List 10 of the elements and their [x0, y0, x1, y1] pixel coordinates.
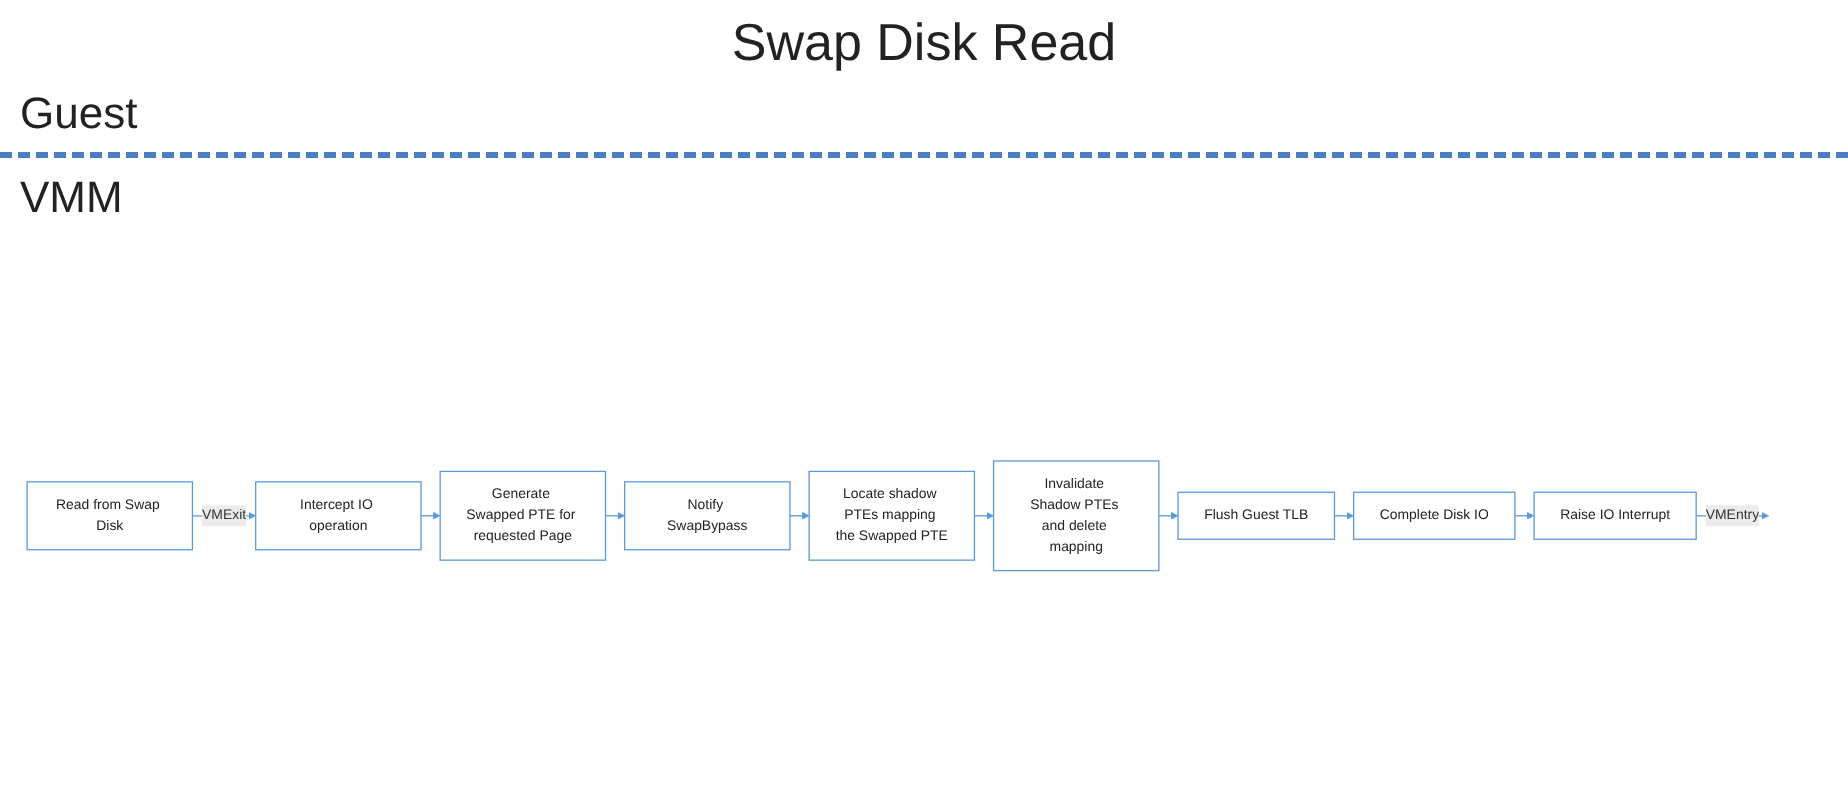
region-label: VMM [20, 172, 123, 224]
arrow [1158, 512, 1179, 520]
arrow [789, 512, 810, 520]
arrow [973, 512, 994, 520]
arrow [420, 512, 441, 520]
arrow [1514, 512, 1535, 520]
diagram-title: Swap Disk Read [729, 12, 1119, 74]
arrow [604, 512, 625, 520]
region-label: Guest [20, 88, 138, 140]
arrow [1333, 512, 1354, 520]
